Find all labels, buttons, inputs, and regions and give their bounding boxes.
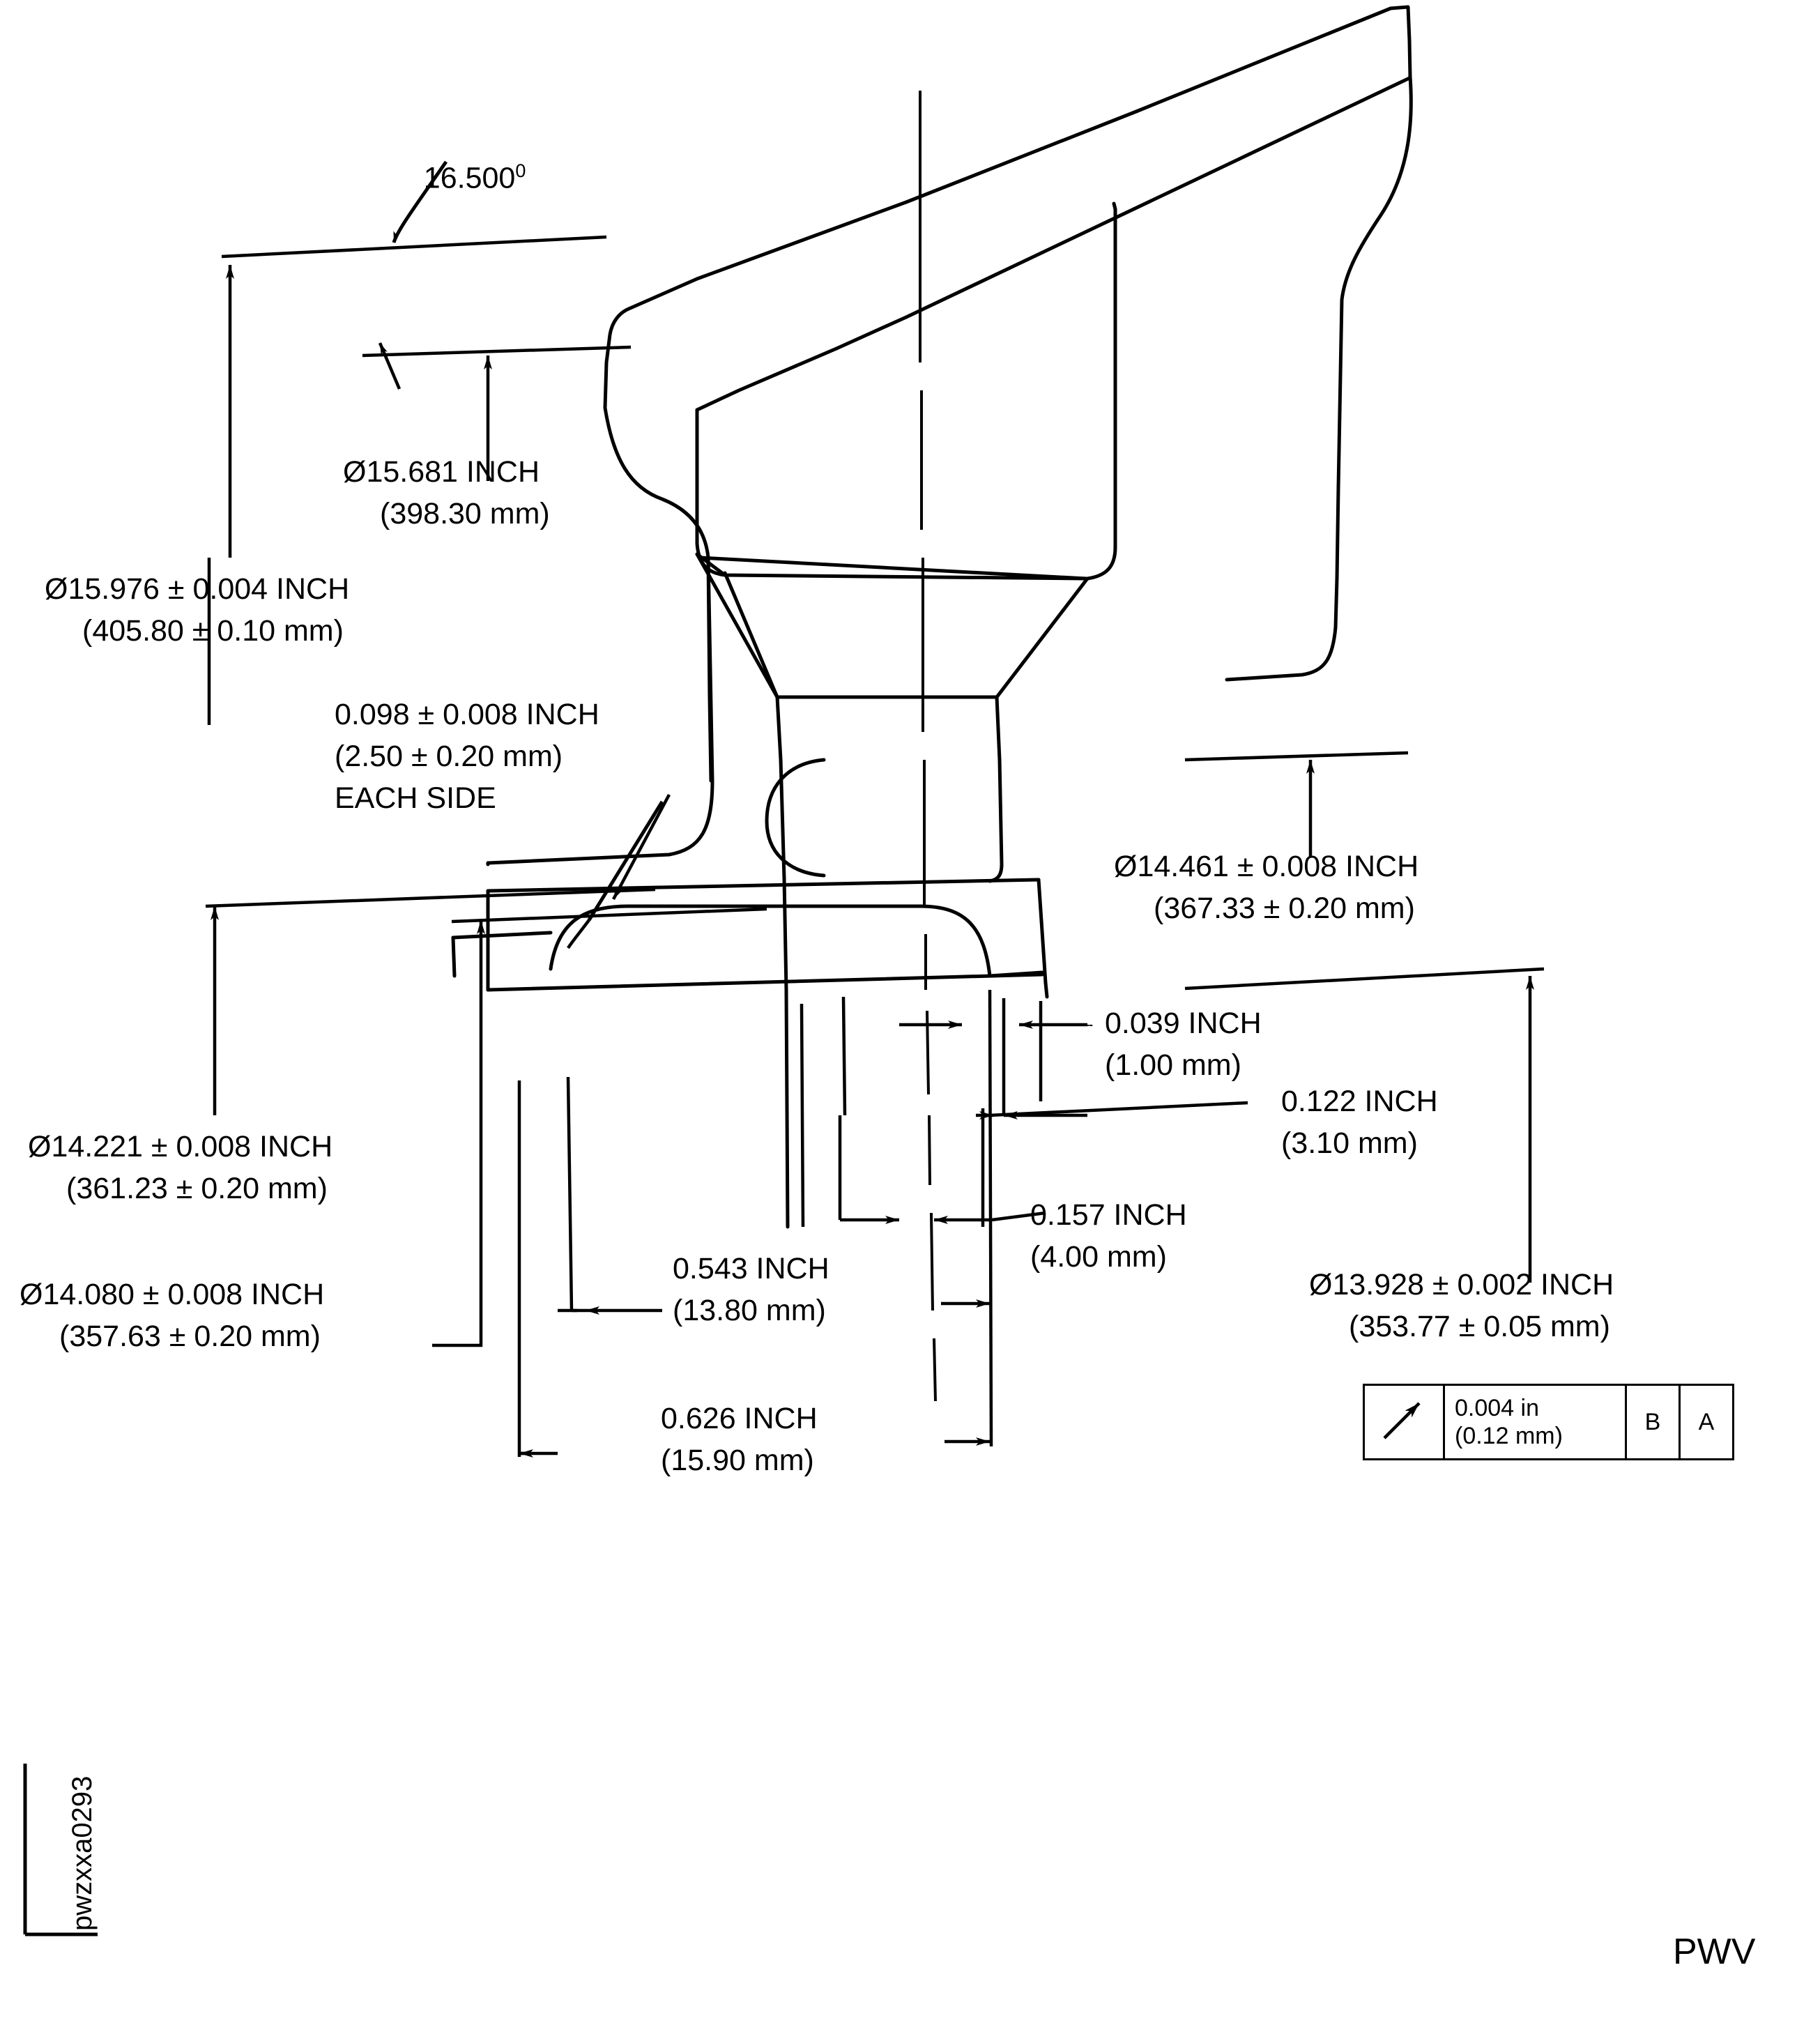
dim-15976-ext (221, 235, 607, 259)
dim-0157-inch: 0.157 INCH (1030, 1198, 1187, 1232)
dim-0098-note: EACH SIDE (335, 781, 496, 815)
dim-14221-ext (205, 887, 656, 908)
dim-14221-mm: (361.23 ± 0.20 mm) (66, 1172, 328, 1205)
dim-14461-ext (1184, 751, 1409, 762)
datum-a-cell: A (1678, 1384, 1734, 1460)
dim-14080-mm: (357.63 ± 0.20 mm) (59, 1320, 321, 1353)
dim-13928-ext (1184, 967, 1545, 991)
dimension-lines (205, 160, 1545, 1458)
dim-15681-ext (362, 345, 632, 358)
dim-0098-mm: (2.50 ± 0.20 mm) (335, 740, 563, 773)
dim-0098-inch: 0.098 ± 0.008 INCH (335, 698, 599, 731)
dim-0626-inch: 0.626 INCH (661, 1402, 818, 1435)
dim-0122-leader (989, 1101, 1248, 1117)
dim-15681-mm: (398.30 mm) (380, 497, 550, 530)
dim-13928-inch: Ø13.928 ± 0.002 INCH (1309, 1268, 1614, 1301)
dim-0543-mm: (13.80 mm) (673, 1294, 826, 1327)
sheet-id-label: pwzxxa0293 (67, 1775, 98, 1931)
part-outline (451, 5, 1413, 1229)
dim-14461-mm: (367.33 ± 0.20 mm) (1154, 892, 1415, 925)
dim-0122-inch: 0.122 INCH (1281, 1085, 1438, 1118)
center-line (919, 91, 937, 1402)
dim-0157-mm: (4.00 mm) (1030, 1240, 1167, 1274)
runout-arrow-glyph (1383, 1402, 1421, 1440)
dim-15976-mm: (405.80 ± 0.10 mm) (82, 614, 344, 648)
dim-14461-inch: Ø14.461 ± 0.008 INCH (1114, 850, 1419, 883)
dim-0039-inch: 0.039 INCH (1105, 1007, 1262, 1040)
angle-leader (392, 160, 448, 243)
dim-0157-leader (991, 1211, 1046, 1222)
dim-14080-ext (451, 907, 767, 924)
dim-0543-inch: 0.543 INCH (673, 1252, 829, 1285)
dim-0098-leader (612, 793, 671, 901)
dim-0626-mm: (15.90 mm) (661, 1444, 814, 1477)
circular-runout-arrow-icon (1363, 1384, 1445, 1460)
dim-13928-mm: (353.77 ± 0.05 mm) (1349, 1310, 1610, 1343)
tolerance-cell: 0.004 in (0.12 mm) (1443, 1384, 1627, 1460)
dim-0039-mm: (1.00 mm) (1105, 1048, 1241, 1082)
angle-dimension-label: 16.5000 (423, 160, 526, 195)
dim-14080-inch: Ø14.080 ± 0.008 INCH (20, 1278, 325, 1311)
dim-14221-inch: Ø14.221 ± 0.008 INCH (28, 1130, 333, 1163)
corner-code-label: PWV (1673, 1932, 1756, 1972)
feature-control-frame: 0.004 in (0.12 mm) B A (1363, 1384, 1734, 1460)
datum-b-cell: B (1625, 1384, 1681, 1460)
tolerance-mm: (0.12 mm) (1455, 1423, 1563, 1449)
tolerance-inch: 0.004 in (1455, 1394, 1539, 1421)
dim-14080-line (432, 920, 485, 1347)
dim-15681-inch: Ø15.681 INCH (343, 455, 540, 489)
dim-0122-mm: (3.10 mm) (1281, 1126, 1418, 1160)
dim-15976-inch: Ø15.976 ± 0.004 INCH (45, 572, 350, 606)
